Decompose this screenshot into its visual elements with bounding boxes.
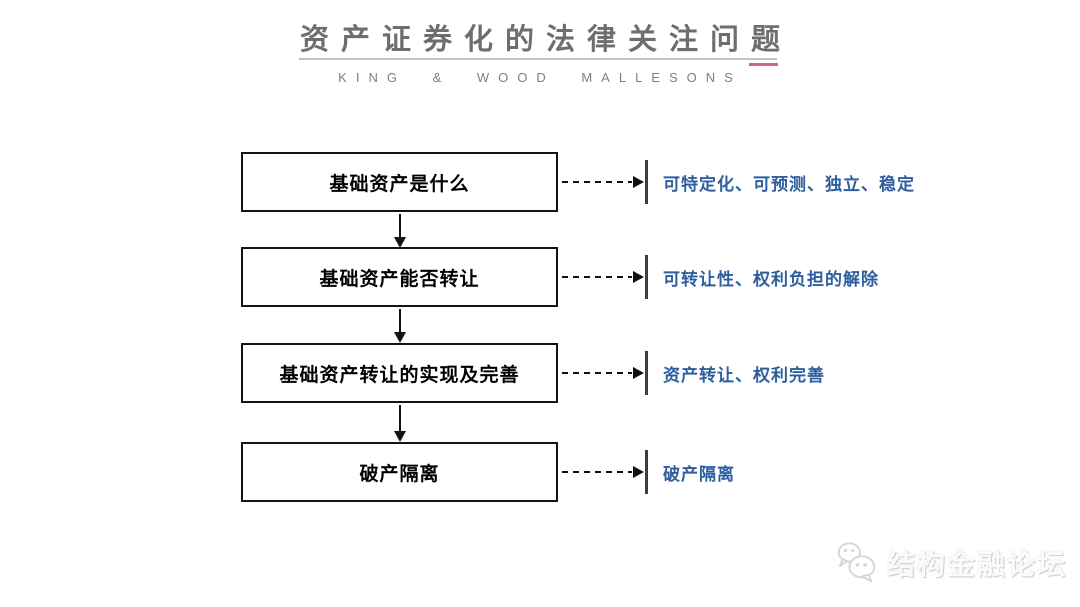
flow-box-1-label: 基础资产是什么 <box>329 173 470 195</box>
flow-row-2: 基础资产能否转让 可转让性、权利负担的解除 <box>0 247 1080 307</box>
flow-box-4-label: 破产隔离 <box>359 463 440 485</box>
dashed-arrow-2-head <box>633 271 644 283</box>
wechat-icon <box>837 542 876 583</box>
dashed-arrow-3-head <box>633 367 644 379</box>
title-underline <box>299 58 777 60</box>
flow-box-1: 基础资产是什么 <box>241 152 558 212</box>
flow-row-3: 基础资产转让的实现及完善 资产转让、权利完善 <box>0 343 1080 403</box>
dashed-arrow-1-head <box>633 176 644 188</box>
flow-row-4: 破产隔离 破产隔离 <box>0 442 1080 502</box>
watermark: 结构金融论坛 <box>835 540 1067 586</box>
flow-box-2: 基础资产能否转让 <box>241 247 558 307</box>
tick-line-1 <box>645 160 648 204</box>
flow-box-2-label: 基础资产能否转让 <box>319 268 480 290</box>
dashed-arrow-4-head <box>633 466 644 478</box>
dashed-arrow-2 <box>562 276 632 279</box>
dashed-arrow-4 <box>562 471 632 474</box>
note-4: 破产隔离 <box>663 464 735 484</box>
title-underline-accent <box>749 63 778 66</box>
down-arrow-2 <box>399 309 402 332</box>
flow-box-4: 破产隔离 <box>241 442 558 502</box>
flow-row-1: 基础资产是什么 可特定化、可预测、独立、稳定 <box>0 152 1080 212</box>
note-3: 资产转让、权利完善 <box>663 365 825 385</box>
flow-box-3: 基础资产转让的实现及完善 <box>241 343 558 403</box>
down-arrow-3 <box>399 405 402 431</box>
watermark-text: 结构金融论坛 <box>887 549 1068 580</box>
tick-line-4 <box>645 450 648 494</box>
note-1: 可特定化、可预测、独立、稳定 <box>663 174 915 194</box>
tick-line-3 <box>645 351 648 395</box>
down-arrow-1 <box>399 214 402 237</box>
tick-line-2 <box>645 255 648 299</box>
dashed-arrow-1 <box>562 181 632 184</box>
brand-subtitle: KING & WOOD MALLESONS <box>338 70 742 85</box>
note-2: 可转让性、权利负担的解除 <box>663 269 879 289</box>
flow-box-3-label: 基础资产转让的实现及完善 <box>279 364 520 386</box>
page-title: 资产证券化的法律关注问题 <box>299 24 792 56</box>
dashed-arrow-3 <box>562 372 632 375</box>
